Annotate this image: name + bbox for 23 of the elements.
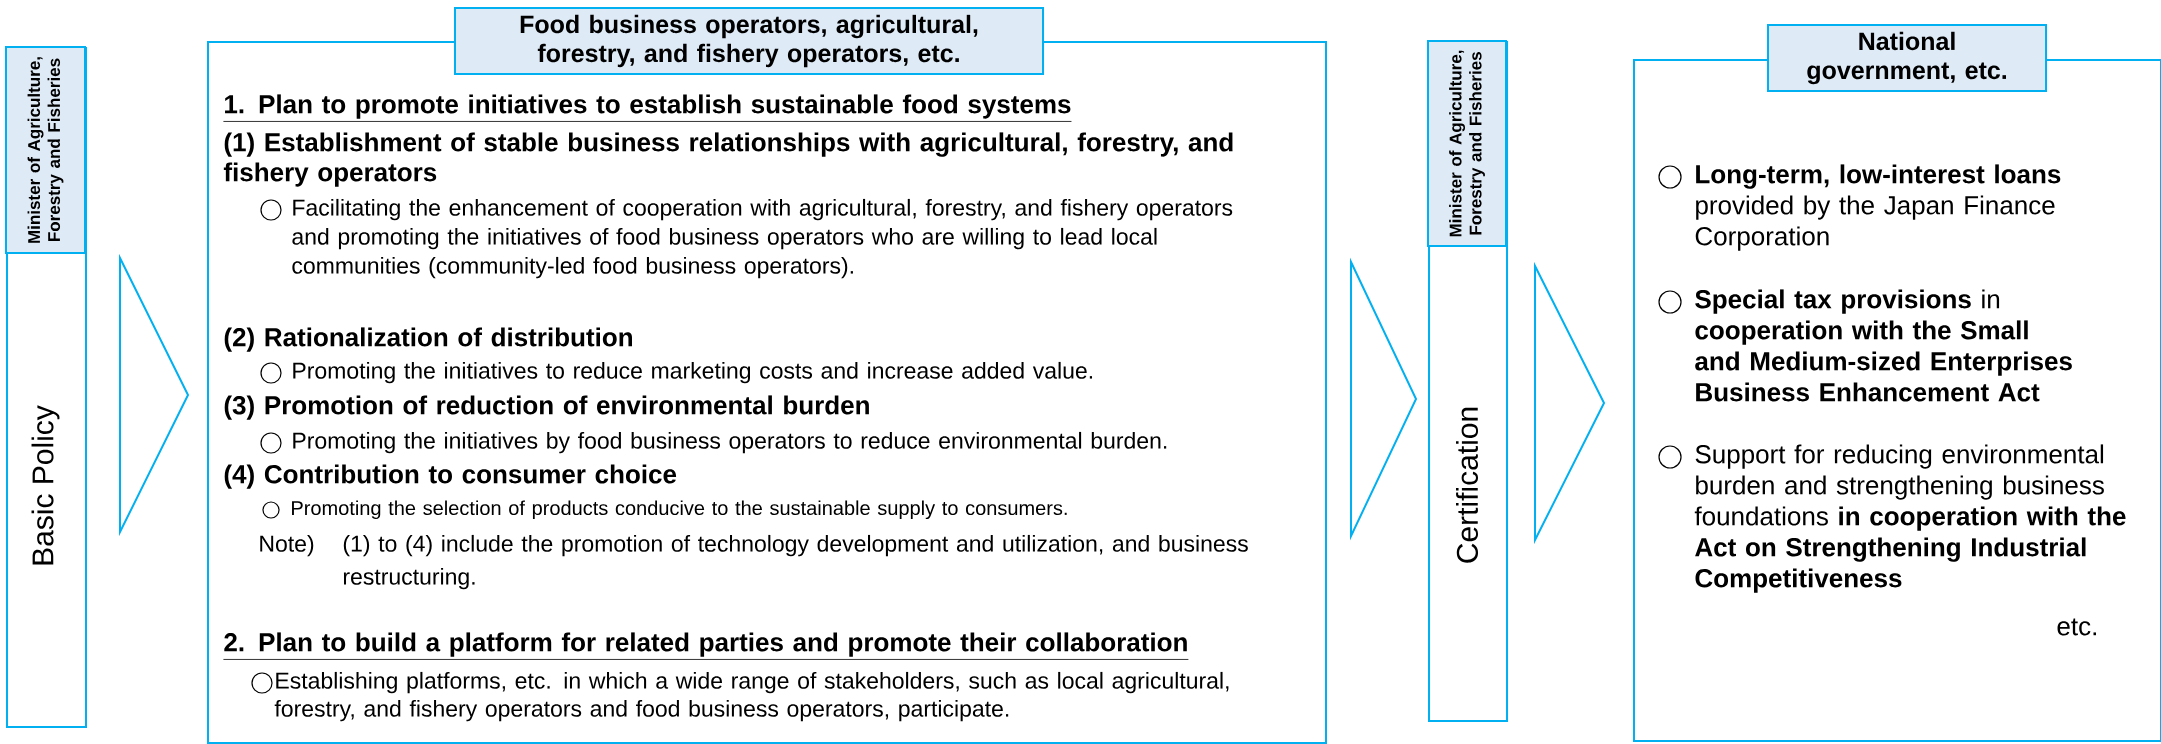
bullet-text: Special tax provisions in cooperation with the Small and Medium-sized Enterprises Business Enhancement Act (1695, 289, 2072, 402)
note-text: Note) (260, 534, 314, 557)
bullet-text: Establishing platforms, etc. in which a wide range of stakeholders, such as local agricultural, forestry, and fishery operators and food business operators, participate. (274, 671, 1229, 722)
bullet-text: Promoting the selection of products conducive to the sustainable supply to consumers. (292, 500, 1067, 520)
column-label: Certification (1456, 407, 1479, 563)
heading: (1) Establishment of stable business relationships with agricultural, forestry, and fishery operators (223, 132, 1233, 187)
heading: (2) Rationalization of distribution (224, 327, 632, 352)
header-label: National government, etc. (1767, 24, 2048, 92)
note-text: etc. (2057, 618, 2096, 636)
heading: (3) Promotion of reduction of environmental burden (224, 395, 869, 420)
bullet-text: Long-term, low-interest loans provided by the Japan Finance Corporation (1695, 164, 2061, 251)
bullet-text: Facilitating the enhancement of cooperation with agricultural, forestry, and fishery operators and promoting the initiatives of food business operators who are willing to lead local communities (community-led food business operators). (292, 198, 1233, 279)
bullet-text: Promoting the initiatives by food business operators to reduce environmental burden. (293, 431, 1167, 454)
header-label: Minister of Agriculture, Forestry and Fisheries (1427, 40, 1507, 247)
heading: 1. Plan to promote initiatives to establish sustainable food systems (223, 94, 1072, 122)
header-label: Minister of Agriculture, Forestry and Fisheries (5, 46, 86, 254)
note-text: (1) to (4) include the promotion of technology development and utilization, and business restructuring. (343, 534, 1248, 590)
bullet-text: Promoting the initiatives to reduce marketing costs and increase added value. (293, 361, 1093, 384)
bullet-text: Support for reducing environmental burden and strengthening business foundations in cooperation with the Act on Strengthening Industrial Competitiveness (1694, 444, 2126, 593)
heading: 2. Plan to build a platform for related parties and promote their collaboration (223, 632, 1189, 660)
header-label: Food business operators, agricultural, forestry, and fishery operators, etc. (454, 7, 1044, 75)
heading: (4) Contribution to consumer choice (224, 464, 677, 489)
column-label: Basic Policy (31, 405, 60, 565)
